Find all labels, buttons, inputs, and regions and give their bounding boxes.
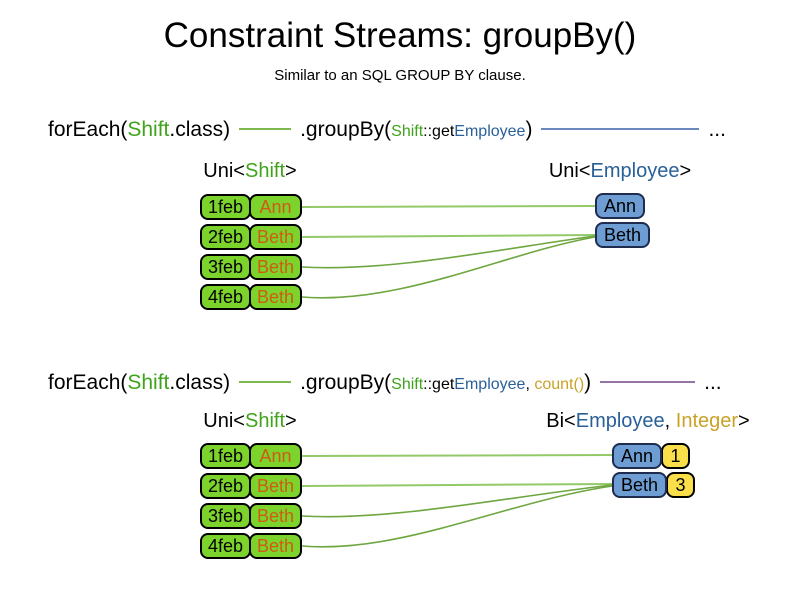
label2-left-post: >	[285, 410, 297, 432]
code2-ellipsis: ...	[704, 371, 722, 394]
code2-foreach-class: Shift	[127, 371, 170, 394]
line2-4feb-to-beth	[301, 485, 613, 548]
code2-arg-sep: ,	[525, 376, 535, 393]
group-employee: Beth	[595, 222, 651, 248]
table-row: 1feb Ann	[200, 194, 302, 220]
shift-table-2: 1feb Ann 2feb Beth 3feb Beth 4feb Beth	[200, 443, 302, 559]
table-row: 4feb Beth	[200, 533, 302, 559]
group-boxes-2: Ann 1 Beth 3	[612, 443, 696, 498]
code1-arg-type: Employee	[454, 123, 526, 140]
line2-2feb-to-beth	[301, 483, 613, 487]
code2-arg-type: Employee	[454, 376, 526, 393]
group-employee: Ann	[612, 443, 663, 469]
label1-right-type: Employee	[590, 160, 680, 182]
group-count: 1	[661, 443, 691, 469]
stream-segment-purple-2	[600, 381, 696, 383]
code2-foreach-post: .class)	[169, 371, 231, 394]
label1-right-pre: Uni<	[548, 160, 591, 182]
stream-segment-green-1	[239, 128, 292, 130]
shift-employee: Ann	[249, 194, 302, 220]
code-line-1: forEach(Shift.class) .groupBy(Shift::get…	[48, 118, 726, 142]
group-row: Ann	[595, 193, 646, 219]
code1-ellipsis: ...	[708, 118, 726, 141]
group-employee: Ann	[595, 193, 646, 219]
code-line-2: forEach(Shift.class) .groupBy(Shift::get…	[48, 371, 722, 395]
line2-3feb-to-beth	[301, 484, 613, 518]
label2-right-post: >	[738, 410, 750, 432]
line-1feb-to-ann	[301, 205, 596, 208]
shift-date: 4feb	[200, 533, 251, 559]
label2-right-sep: ,	[664, 410, 676, 432]
shift-employee: Beth	[249, 224, 302, 250]
line-3feb-to-beth	[301, 235, 596, 269]
line-2feb-to-beth	[301, 234, 596, 238]
table-row: 3feb Beth	[200, 503, 302, 529]
group-row: Beth 3	[612, 472, 696, 498]
code1-groupby-pre: .groupBy(	[300, 118, 392, 141]
shift-table-1: 1feb Ann 2feb Beth 3feb Beth 4feb Beth	[200, 194, 302, 310]
shift-date: 1feb	[200, 443, 251, 469]
label2-right-type2: Integer	[675, 410, 739, 432]
label2-right-pre: Bi<	[546, 410, 576, 432]
line-4feb-to-beth	[301, 236, 596, 299]
table-row: 4feb Beth	[200, 284, 302, 310]
label2-right-type1: Employee	[575, 410, 665, 432]
group-employee: Beth	[612, 472, 668, 498]
label1-right-post: >	[679, 160, 692, 182]
label-bi-employee-integer: Bi<Employee, Integer>	[546, 410, 749, 433]
code2-arg-getter: ::get	[423, 376, 455, 393]
code2-arg-count: count()	[534, 376, 585, 393]
label1-left-pre: Uni<	[203, 160, 245, 182]
shift-employee: Beth	[249, 533, 302, 559]
shift-employee: Beth	[249, 284, 302, 310]
group-row: Beth	[595, 222, 651, 248]
page-title: Constraint Streams: groupBy()	[163, 16, 637, 55]
code1-foreach-pre: forEach(	[48, 118, 128, 141]
code2-foreach-pre: forEach(	[48, 371, 128, 394]
code2-arg-class: Shift	[391, 376, 424, 393]
label-uni-shift-2: Uni<Shift>	[203, 410, 296, 433]
table-row: 2feb Beth	[200, 473, 302, 499]
label1-left-type: Shift	[244, 160, 286, 182]
shift-date: 2feb	[200, 224, 251, 250]
label2-left-pre: Uni<	[203, 410, 245, 432]
code2-groupby-pre: .groupBy(	[300, 371, 392, 394]
shift-date: 1feb	[200, 194, 251, 220]
stream-segment-green-2	[239, 381, 292, 383]
label2-left-type: Shift	[244, 410, 286, 432]
shift-date: 4feb	[200, 284, 251, 310]
table-row: 3feb Beth	[200, 254, 302, 280]
label1-left-post: >	[285, 160, 297, 182]
page-subtitle: Similar to an SQL GROUP BY clause.	[274, 67, 526, 84]
group-count: 3	[666, 472, 696, 498]
stream-segment-blue-1	[541, 128, 700, 130]
shift-date: 3feb	[200, 254, 251, 280]
label-uni-shift-1: Uni<Shift>	[203, 160, 296, 183]
table-row: 1feb Ann	[200, 443, 302, 469]
shift-date: 2feb	[200, 473, 251, 499]
code2-groupby-post: )	[584, 371, 592, 394]
code1-foreach-class: Shift	[127, 118, 170, 141]
code1-arg-class: Shift	[391, 123, 424, 140]
code1-arg-getter: ::get	[423, 123, 455, 140]
shift-employee: Beth	[249, 254, 302, 280]
table-row: 2feb Beth	[200, 224, 302, 250]
group-row: Ann 1	[612, 443, 691, 469]
shift-date: 3feb	[200, 503, 251, 529]
line2-1feb-to-ann	[301, 454, 613, 457]
label-uni-employee: Uni<Employee>	[549, 160, 691, 183]
shift-employee: Beth	[249, 473, 302, 499]
shift-employee: Beth	[249, 503, 302, 529]
group-boxes-1: Ann Beth	[595, 193, 651, 248]
code1-groupby-post: )	[525, 118, 533, 141]
shift-employee: Ann	[249, 443, 302, 469]
code1-foreach-post: .class)	[169, 118, 231, 141]
